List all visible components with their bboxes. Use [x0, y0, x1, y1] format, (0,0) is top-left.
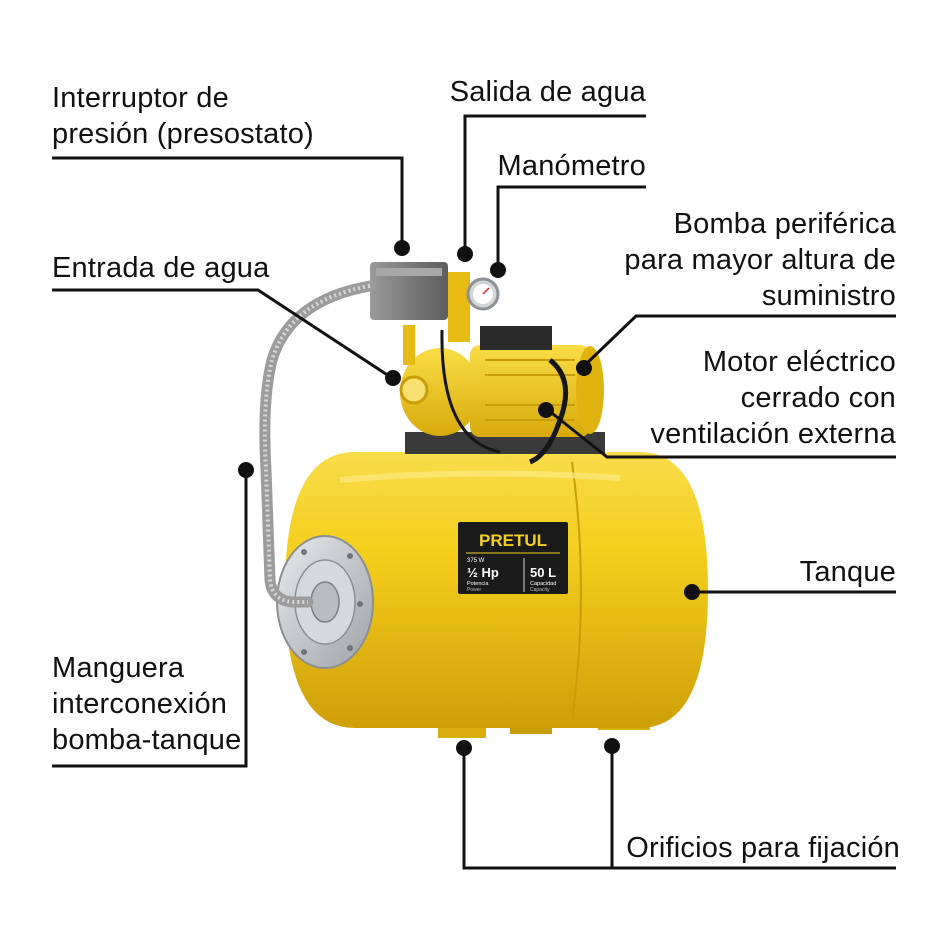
leader-lines [52, 114, 896, 870]
brand-logo: PRETUL [479, 531, 547, 550]
tank-seam [571, 461, 582, 721]
callout-interruptor: Interruptor de presión (presostato) [52, 82, 314, 150]
leader-manguera [52, 472, 248, 768]
callout-manometro: Manómetro [497, 150, 646, 182]
switch-cable [440, 329, 501, 454]
leader-manometro [496, 185, 646, 270]
dot-motor [538, 402, 554, 418]
pressure-switch [370, 262, 448, 320]
pump [370, 262, 605, 465]
motor-body [470, 345, 590, 437]
dot-tanque [684, 584, 700, 600]
dot-salida [457, 246, 473, 262]
callout-orificios: Orificios para fijación [626, 832, 900, 864]
brand-power-watts: 375 W [467, 558, 485, 564]
callout-manguera: Manguera interconexión bomba-tanque [52, 652, 242, 756]
brand-power-label-en: Power [467, 587, 482, 593]
callout-bomba: Bomba periférica para mayor altura de su… [624, 208, 896, 312]
dot-bomba [576, 360, 592, 376]
leader-salida [463, 114, 646, 252]
water-inlet [399, 375, 429, 405]
dot-manometro [490, 262, 506, 278]
dot-interruptor [394, 240, 410, 256]
dot-orificio-left [456, 740, 472, 756]
callout-salida: Salida de agua [449, 76, 646, 108]
brand-capacity-label: Capacidad [530, 581, 556, 587]
dot-manguera [238, 462, 254, 478]
leader-entrada [52, 288, 393, 380]
brand-badge: PRETUL 375 W ½ Hp Potencia Power 50 L Ca… [458, 522, 568, 594]
brand-capacity-value: 50 L [530, 565, 556, 580]
motor-terminal-box [480, 326, 552, 350]
interconnect-hose-braid [262, 284, 371, 604]
outlet-pipe [448, 272, 470, 342]
brand-power-value: ½ Hp [467, 565, 499, 580]
brand-power-label: Potencia [467, 581, 489, 587]
leader-interruptor [52, 156, 404, 248]
callout-motor: Motor eléctrico cerrado con ventilación … [650, 346, 896, 450]
leader-motor [547, 408, 896, 459]
leader-bomba [582, 314, 896, 368]
pump-head [400, 348, 480, 436]
leader-orificios-left [462, 748, 896, 870]
dot-orificio-right [604, 738, 620, 754]
callout-tanque: Tanque [799, 556, 896, 588]
leader-dots [238, 240, 700, 756]
brand-capacity-label-en: Capacity [530, 587, 550, 593]
dot-entrada [385, 370, 401, 386]
callout-entrada: Entrada de agua [52, 252, 270, 284]
